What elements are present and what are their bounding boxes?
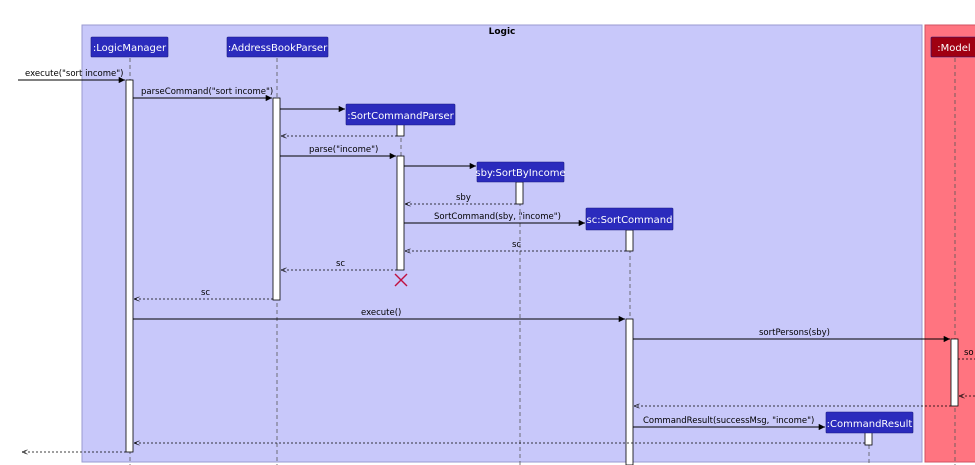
activation-command-result [864,431,873,446]
logic-frame-title: Logic [489,27,516,37]
message-sort-persons: sortPersons(sby) [633,328,950,343]
activation-logic-manager [125,79,134,453]
message-label: execute("sort income") [25,69,123,79]
message-parse-income: parse("income") [280,145,396,160]
message-label: execute() [361,308,401,318]
message-label: sc [201,288,210,298]
participant-logic-manager[interactable]: :LogicManager [90,36,169,58]
message-return-sby: sby [405,193,516,204]
message-label: sby [456,193,471,203]
participant-command-result[interactable]: :CommandResult [825,411,914,434]
message-execute: execute() [133,308,625,323]
participant-box [90,36,169,58]
participant-label: sby:SortByIncome [475,168,565,179]
participant-label: :LogicManager [93,43,167,54]
message-return-sc-from-sort-command: sc [405,240,626,251]
activation-sort-command-create [625,229,634,252]
participant-label: :SortCommandParser [347,111,454,122]
participant-label: :CommandResult [827,419,913,430]
model-frame [924,24,975,463]
model-frame-background [924,24,975,463]
activation-sort-command-parser-create [396,123,405,137]
participant-sort-command-parser[interactable]: :SortCommandParser [345,103,456,126]
activation-address-book-parser [272,97,281,301]
activation-sort-by-income [515,181,524,205]
participant-box [345,103,456,126]
participant-label: sc:SortCommand [587,215,673,226]
message-execute-sort-income: execute("sort income") [18,69,125,84]
message-label: parseCommand("sort income") [141,87,273,97]
message-parse-command: parseCommand("sort income") [133,87,273,102]
message-model-outgoing-call: so [958,348,975,360]
participant-model[interactable]: :Model [930,36,975,58]
message-return-sc-to-logic-manager: sc [134,288,273,299]
participant-box [585,207,674,231]
activation-sort-command-execute [625,318,634,465]
activation-model [950,338,959,407]
message-label: SortCommand(sby, "income") [434,212,561,222]
participant-address-book-parser[interactable]: :AddressBookParser [226,36,329,58]
destroy-marker-sort-command-parser [394,273,408,287]
activation-sort-command-parser-parse [396,155,405,271]
participant-box [930,36,975,58]
participant-label: :AddressBookParser [228,43,328,54]
message-label: sc [336,259,345,269]
message-sort-command-constructor: SortCommand(sby, "income") [404,212,585,227]
participant-label: :Model [937,43,970,54]
activations [125,79,959,465]
message-label: CommandResult(successMsg, "income") [643,416,814,426]
message-return-sc-from-parser: sc [281,259,397,270]
message-label: sc [512,240,521,250]
message-command-result-constructor: CommandResult(successMsg, "income") [633,416,825,431]
participant-sort-by-income[interactable]: sby:SortByIncome [475,161,566,183]
messages: execute("sort income") parseCommand("sor… [18,69,975,452]
message-label: so [964,348,974,358]
participant-box [825,411,914,434]
message-label: sortPersons(sby) [759,328,830,338]
participant-box [476,161,565,183]
message-label: parse("income") [309,145,378,155]
participant-sort-command[interactable]: sc:SortCommand [585,207,674,231]
participant-box [226,36,329,58]
